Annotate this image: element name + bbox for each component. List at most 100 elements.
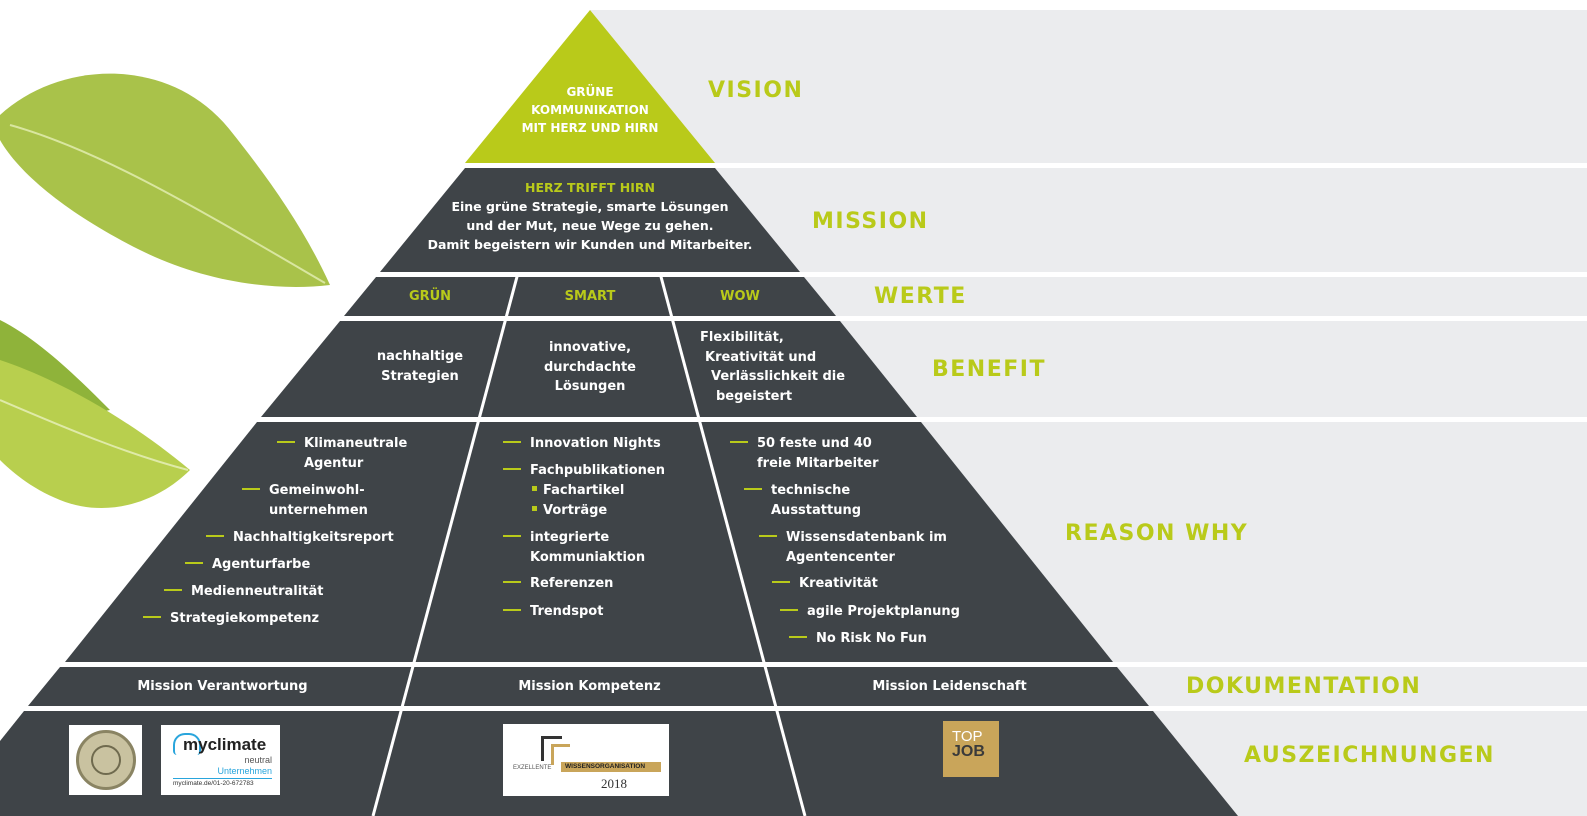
reason-item: Kreativität xyxy=(772,574,878,594)
mission-line: und der Mut, neue Wege zu gehen. xyxy=(466,218,714,233)
leaf-decoration xyxy=(0,73,330,509)
wissensorganisation-badge: EXZELLENTE WISSENSORGANISATION 2018 xyxy=(503,724,669,796)
benefit-line: Lösungen xyxy=(554,379,626,394)
benefit-col3: Flexibilität, Kreativität und Verlässlic… xyxy=(700,328,845,406)
reason-item: Innovation Nights xyxy=(503,434,661,454)
benefit-line: Verlässlichkeit die xyxy=(711,369,846,384)
reason-item: Fachpublikationen xyxy=(503,461,665,481)
reason-text: Fachartikel xyxy=(543,483,625,498)
seal-icon xyxy=(75,730,136,790)
label-benefit: BENEFIT xyxy=(932,357,1046,382)
reason-item-cont: Kommuniaktion xyxy=(530,550,646,565)
benefit-col1: nachhaltige Strategien xyxy=(330,347,510,386)
doku-kompetenz: Mission Kompetenz xyxy=(518,679,661,694)
dash-icon xyxy=(503,534,521,537)
reason-text: Wissensdatenbank im xyxy=(786,530,947,545)
reason-text: Vorträge xyxy=(543,503,608,518)
myclimate-unternehmen: Unternehmen xyxy=(217,766,272,776)
werte-smart: SMART xyxy=(564,289,616,304)
bullet-icon xyxy=(532,486,537,491)
column-dividers xyxy=(371,272,807,816)
cloud-icon xyxy=(173,733,201,755)
benefit-line: Flexibilität, xyxy=(700,330,784,345)
benefit-col2: innovative, durchdachte Lösungen xyxy=(500,338,680,397)
dash-icon xyxy=(503,440,521,443)
tier-benefit xyxy=(261,321,917,417)
dash-icon xyxy=(164,588,182,591)
myclimate-logo-text: myclimate xyxy=(183,735,267,754)
label-vision: VISION xyxy=(708,78,804,103)
mission-line: Damit begeistern wir Kunden und Mitarbei… xyxy=(427,237,753,252)
reason-text: agile Projektplanung xyxy=(807,604,960,619)
dash-icon xyxy=(242,487,260,490)
leaf-bottom xyxy=(0,360,190,509)
dash-icon xyxy=(185,561,203,564)
topjob-job: JOB xyxy=(952,743,985,760)
reason-text: Kreativität xyxy=(799,576,878,591)
dash-icon xyxy=(503,580,521,583)
reason-item: Nachhaltigkeitsreport xyxy=(206,528,394,548)
wissen-left-text: EXZELLENTE xyxy=(513,765,552,771)
topjob-top: TOP xyxy=(952,728,983,745)
tier-reason xyxy=(65,422,1113,662)
label-reason-why: REASON WHY xyxy=(1065,521,1249,546)
reason-item: Referenzen xyxy=(503,574,613,594)
reason-item-cont: freie Mitarbeiter xyxy=(757,456,879,471)
dash-icon xyxy=(277,440,295,443)
benefit-line: begeistert xyxy=(716,388,793,404)
wissen-year: 2018 xyxy=(601,776,627,791)
bullet-icon xyxy=(532,506,537,511)
mission-line: Eine grüne Strategie, smarte Lösungen xyxy=(451,199,729,214)
dash-icon xyxy=(780,608,798,611)
reason-text: 50 feste und 40 xyxy=(757,436,872,451)
reason-item-cont: Ausstattung xyxy=(771,503,862,518)
reason-subitem: Fachartikel xyxy=(532,481,624,501)
wissen-right-text: WISSENSORGANISATION xyxy=(565,763,646,770)
reason-text: Gemeinwohl- xyxy=(269,483,365,498)
label-dokumentation: DOKUMENTATION xyxy=(1186,674,1422,699)
benefit-line: Strategien xyxy=(381,368,459,384)
label-mission: MISSION xyxy=(812,209,929,234)
reason-item: technische xyxy=(744,481,850,501)
dash-icon xyxy=(730,440,748,443)
reason-item: integrierte xyxy=(503,528,609,548)
reason-item: agile Projektplanung xyxy=(780,602,960,622)
reason-item: Gemeinwohl- xyxy=(242,481,365,501)
reason-item: Trendspot xyxy=(503,602,603,622)
reason-item-cont: unternehmen xyxy=(269,503,368,518)
benefit-line: Kreativität und xyxy=(705,349,817,365)
reason-item: 50 feste und 40 xyxy=(730,434,872,454)
dash-icon xyxy=(744,487,762,490)
tier-mission xyxy=(380,168,800,272)
reason-item: Medienneutralität xyxy=(164,582,323,602)
mission-text: HERZ TRIFFT HIRN Eine grüne Strategie, s… xyxy=(400,178,780,254)
dash-icon xyxy=(789,635,807,638)
reason-item-cont: Agentencenter xyxy=(786,550,895,565)
reason-item: Strategiekompetenz xyxy=(143,609,319,629)
reason-text: Referenzen xyxy=(530,576,614,591)
band-vision xyxy=(590,10,1587,163)
reason-text: Trendspot xyxy=(530,604,604,619)
vision-line: MIT HERZ UND HIRN xyxy=(521,121,659,135)
dash-icon xyxy=(503,467,521,470)
topjob-badge: TOP JOB xyxy=(943,721,999,797)
vision-line: KOMMUNIKATION xyxy=(531,103,649,117)
reason-item: No Risk No Fun xyxy=(789,629,927,649)
benefit-line: nachhaltige xyxy=(376,349,464,364)
reason-text: Innovation Nights xyxy=(530,436,661,451)
leaf-top xyxy=(0,73,330,287)
reason-item-cont: Agentur xyxy=(304,456,364,471)
reason-text: Agenturfarbe xyxy=(212,557,311,572)
gemeinwohl-badge xyxy=(69,725,142,795)
reason-text: Strategiekompetenz xyxy=(170,611,320,626)
benefit-line: innovative, xyxy=(548,340,632,355)
reason-item: Wissensdatenbank im xyxy=(759,528,947,548)
doku-verantwortung: Mission Verantwortung xyxy=(137,679,308,694)
reason-item: Agenturfarbe xyxy=(185,555,310,575)
reason-item: Klimaneutrale xyxy=(277,434,407,454)
vision-text: GRÜNE KOMMUNIKATION MIT HERZ UND HIRN xyxy=(490,83,690,137)
werte-wow: WOW xyxy=(720,289,760,304)
dash-icon xyxy=(143,615,161,618)
label-auszeichnungen: AUSZEICHNUNGEN xyxy=(1244,743,1495,768)
